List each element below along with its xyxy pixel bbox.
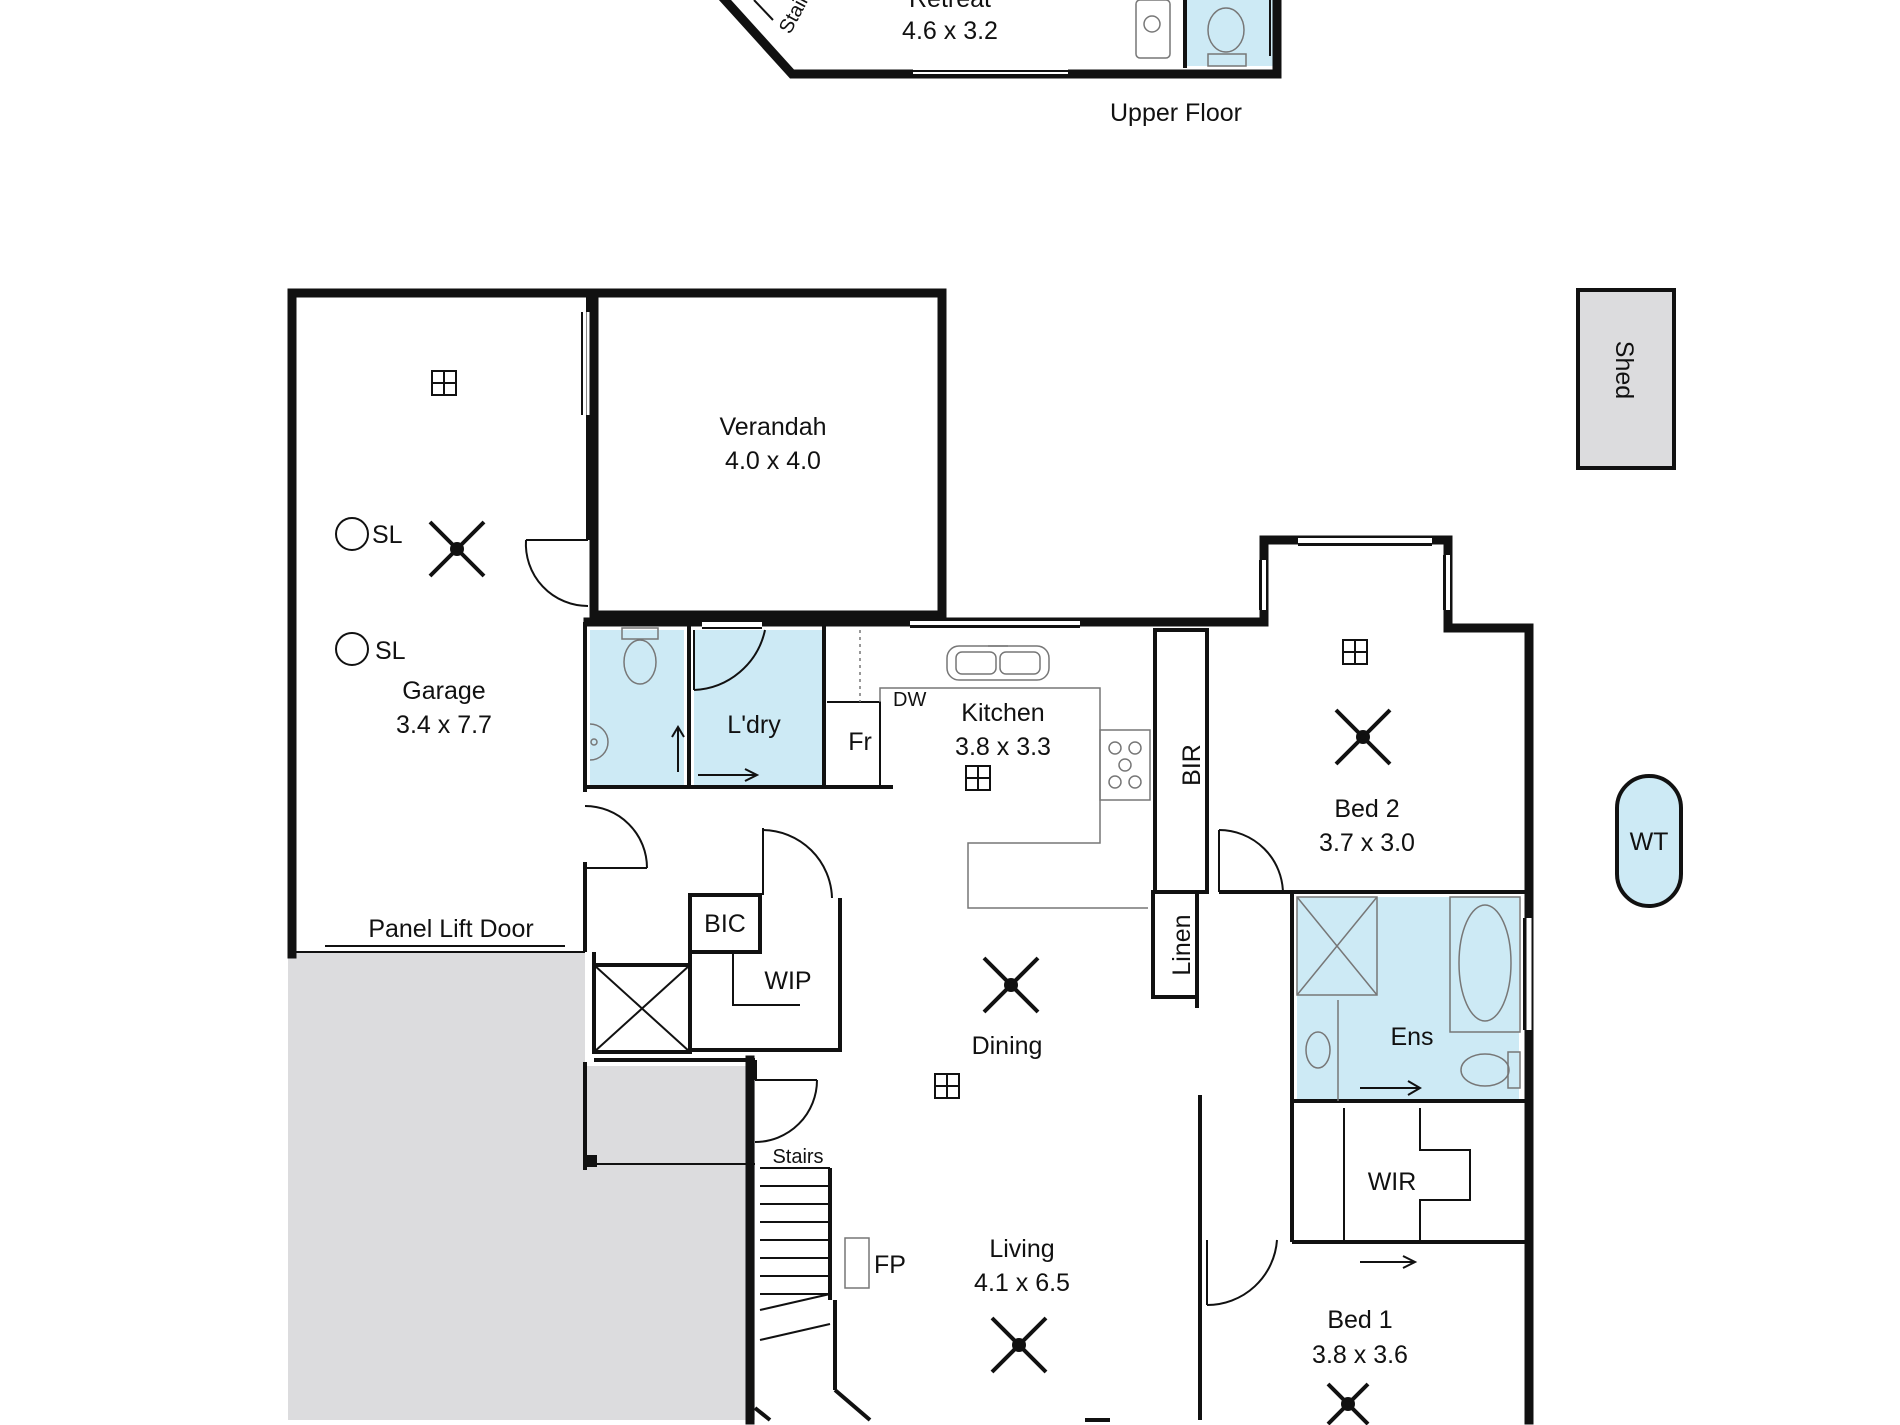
shower-icon — [1296, 896, 1378, 996]
toilet-icon — [623, 639, 657, 685]
dw-label: DW — [893, 689, 926, 711]
porch-area — [592, 1066, 755, 1169]
upper-stairs-label: Stairs — [775, 0, 818, 37]
garage-size: 3.4 x 7.7 — [396, 711, 492, 739]
wip-shelf — [732, 952, 800, 1006]
wt-label: WT — [1630, 828, 1669, 856]
kitchen-size: 3.8 x 3.3 — [955, 733, 1051, 761]
fan-icon — [428, 520, 486, 578]
laundry-area — [694, 630, 824, 787]
bath-icon — [1449, 896, 1521, 1033]
wir-label: WIR — [1368, 1168, 1417, 1196]
fan-icon — [990, 1316, 1048, 1374]
living-label: Living — [989, 1235, 1054, 1263]
linen-label: Linen — [1168, 914, 1196, 975]
bed1-door-swing — [1206, 1239, 1278, 1307]
ensuite-label: Ens — [1390, 1023, 1433, 1051]
ensuite-basin-icon — [1305, 1031, 1331, 1069]
driveway-area — [288, 951, 755, 1420]
upper-stair-tread — [753, 0, 774, 21]
verandah-size: 4.0 x 4.0 — [725, 447, 821, 475]
laundry-label: L'dry — [727, 711, 781, 739]
bir-label: BIR — [1178, 744, 1206, 786]
bed1-size: 3.8 x 3.6 — [1312, 1341, 1408, 1369]
stairs-label: Stairs — [772, 1146, 823, 1168]
upper-vanity-icon — [1135, 0, 1171, 59]
fan-icon — [982, 956, 1040, 1014]
retreat-label: Retreat — [909, 0, 991, 13]
panel-lift-door-label: Panel Lift Door — [368, 915, 533, 943]
kitchen-bench — [879, 687, 1148, 909]
garage-rear-door-swing — [524, 539, 589, 608]
fp-label: FP — [874, 1251, 906, 1279]
upper-toilet-icon — [1207, 7, 1245, 53]
bic-label: BIC — [704, 910, 746, 938]
sky-light-circle — [335, 517, 369, 551]
garage-walls — [287, 288, 593, 959]
fireplace-icon — [844, 1237, 870, 1289]
wir-shelving — [1419, 1108, 1471, 1242]
stairs — [759, 1167, 872, 1422]
rear-walls — [583, 535, 1534, 1425]
kitchen-label: Kitchen — [961, 699, 1044, 727]
basin-icon — [589, 723, 609, 761]
water-tank — [1615, 774, 1683, 908]
linen-cupboard — [1151, 890, 1199, 999]
bed1-label: Bed 1 — [1327, 1306, 1392, 1334]
verandah-walls — [589, 288, 947, 620]
bed2-label: Bed 2 — [1334, 795, 1399, 823]
upper-bathroom-area — [1185, 0, 1276, 66]
garage-toilet-area — [590, 630, 684, 787]
upper-floor-label: Upper Floor — [1110, 99, 1242, 127]
ground-floor: SL SL Garage 3.4 x 7.7 Panel Lift Door V… — [287, 288, 1683, 1425]
upper-toilet-cistern-icon — [1207, 53, 1247, 67]
fan-icon — [1326, 1382, 1370, 1425]
sky-light-circle — [335, 632, 369, 666]
retreat-size: 4.6 x 3.2 — [902, 17, 998, 45]
upper-floor: Stairs Retreat 4.6 x 3.2 Upper Floor — [718, 0, 1282, 127]
wip-label: WIP — [764, 967, 811, 995]
ensuite-area — [1297, 897, 1519, 1101]
bed2-size: 3.7 x 3.0 — [1319, 829, 1415, 857]
shed-label: Shed — [1610, 341, 1638, 399]
cooktop-icon — [1099, 729, 1151, 801]
bed2-door-swing — [1218, 829, 1284, 895]
living-size: 4.1 x 6.5 — [974, 1269, 1070, 1297]
entry-door-swing — [754, 1079, 818, 1143]
bic-cupboard — [688, 893, 762, 954]
dining-label: Dining — [972, 1032, 1043, 1060]
skylight-icon — [965, 765, 991, 791]
laundry-door-swing — [693, 629, 766, 691]
verandah-label: Verandah — [719, 413, 826, 441]
toilet-cistern-icon — [621, 627, 659, 640]
fridge-label: Fr — [848, 728, 872, 756]
sl-label: SL — [375, 637, 406, 665]
upper-basin-icon — [1143, 15, 1161, 33]
wip-door-swing — [762, 829, 833, 899]
garage-label: Garage — [402, 677, 485, 705]
kitchen-sink-icon — [946, 645, 1050, 681]
shed-box — [1576, 288, 1676, 470]
skylight-icon — [431, 370, 457, 396]
ensuite-toilet-icon — [1460, 1053, 1510, 1087]
skylight-icon — [934, 1073, 960, 1099]
fan-icon — [1334, 708, 1392, 766]
garage-house-door-swing — [584, 805, 648, 869]
sl-label: SL — [372, 521, 403, 549]
skylight-icon — [1342, 639, 1368, 665]
